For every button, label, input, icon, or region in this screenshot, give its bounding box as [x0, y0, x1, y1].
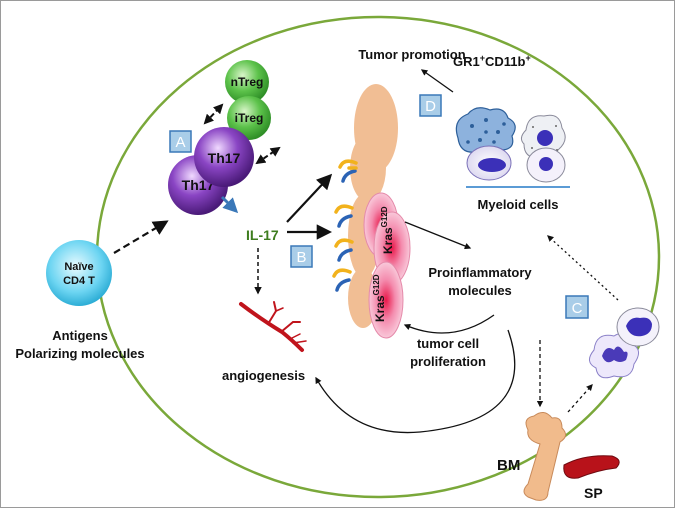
- monocyte-cell-icon: [466, 145, 512, 181]
- to-tumor-promotion-arrow: [420, 69, 454, 93]
- panel-b-badge: [290, 245, 313, 268]
- naive-to-th17-arrow: [113, 220, 169, 254]
- bm-to-blood-arrow: [567, 384, 593, 413]
- tumor-promotion-label: Tumor promotion: [358, 47, 465, 62]
- granulocyte-cell-icon: [520, 114, 566, 160]
- itreg-label: iTreg: [235, 111, 264, 125]
- tumor-cell-line1: tumor cell: [417, 336, 479, 351]
- il17-to-tumor-upper-arrow: [286, 173, 333, 223]
- proinflammatory-line2: molecules: [448, 283, 512, 298]
- bone-icon: [523, 412, 566, 501]
- angiogenesis-label: angiogenesis: [222, 368, 305, 383]
- myeloid-recruitment-arrow: [547, 235, 619, 301]
- kras-label-upper: KrasG12D: [380, 206, 395, 254]
- th17-cell-upper: [194, 127, 254, 187]
- bm-label: BM: [497, 457, 520, 474]
- kras-label-lower: KrasG12D: [372, 274, 387, 322]
- panel-c-badge: [565, 295, 589, 319]
- tumor-to-proinflammatory-arrow: [404, 221, 472, 250]
- angiogenesis-arrow: [315, 329, 516, 434]
- tumor-cell-cluster: [348, 84, 411, 339]
- myeloid-cells-label: Myeloid cells: [478, 197, 559, 212]
- th17-ntreg-arrow: [203, 103, 224, 125]
- proinflammatory-line1: Proinflammatory: [428, 265, 532, 280]
- panel-b-letter: B: [296, 249, 306, 266]
- th17-to-il17-arrow: [220, 195, 239, 214]
- il17-label: IL-17: [246, 227, 279, 243]
- naive-label-line1: Naïve: [64, 261, 93, 273]
- il17-receptor-icons: [332, 159, 358, 292]
- th17-itreg-arrow: [255, 146, 281, 165]
- macrophage-cell-icon: [526, 147, 566, 183]
- th17-label-upper: Th17: [208, 150, 241, 166]
- neutrophil-cell-icon: [589, 332, 639, 379]
- itreg-cell: [227, 96, 271, 140]
- antigens-label: Antigens: [52, 328, 108, 343]
- kras-cell-lower: [368, 261, 404, 339]
- ntreg-label: nTreg: [231, 75, 264, 89]
- polarizing-label: Polarizing molecules: [15, 346, 144, 361]
- panel-a-letter: A: [175, 134, 185, 151]
- spleen-icon: [563, 455, 620, 479]
- panel-c-letter: C: [572, 300, 583, 317]
- naive-label-line2: CD4 T: [63, 275, 95, 287]
- proliferation-feedback-arrow: [403, 314, 495, 334]
- panel-a-badge: [169, 130, 192, 153]
- naive-cd4-cell: [46, 240, 112, 306]
- blood-vessel-icon: [239, 301, 307, 352]
- gr1-cd11b-label: GR1+CD11b+: [453, 53, 531, 69]
- panel-d-letter: D: [425, 98, 436, 115]
- sp-label: SP: [584, 485, 603, 501]
- panel-d-badge: [419, 94, 442, 117]
- tumor-cell-line2: proliferation: [410, 354, 486, 369]
- ntreg-cell: [225, 60, 269, 104]
- circulating-granulocyte-icon: [616, 307, 660, 347]
